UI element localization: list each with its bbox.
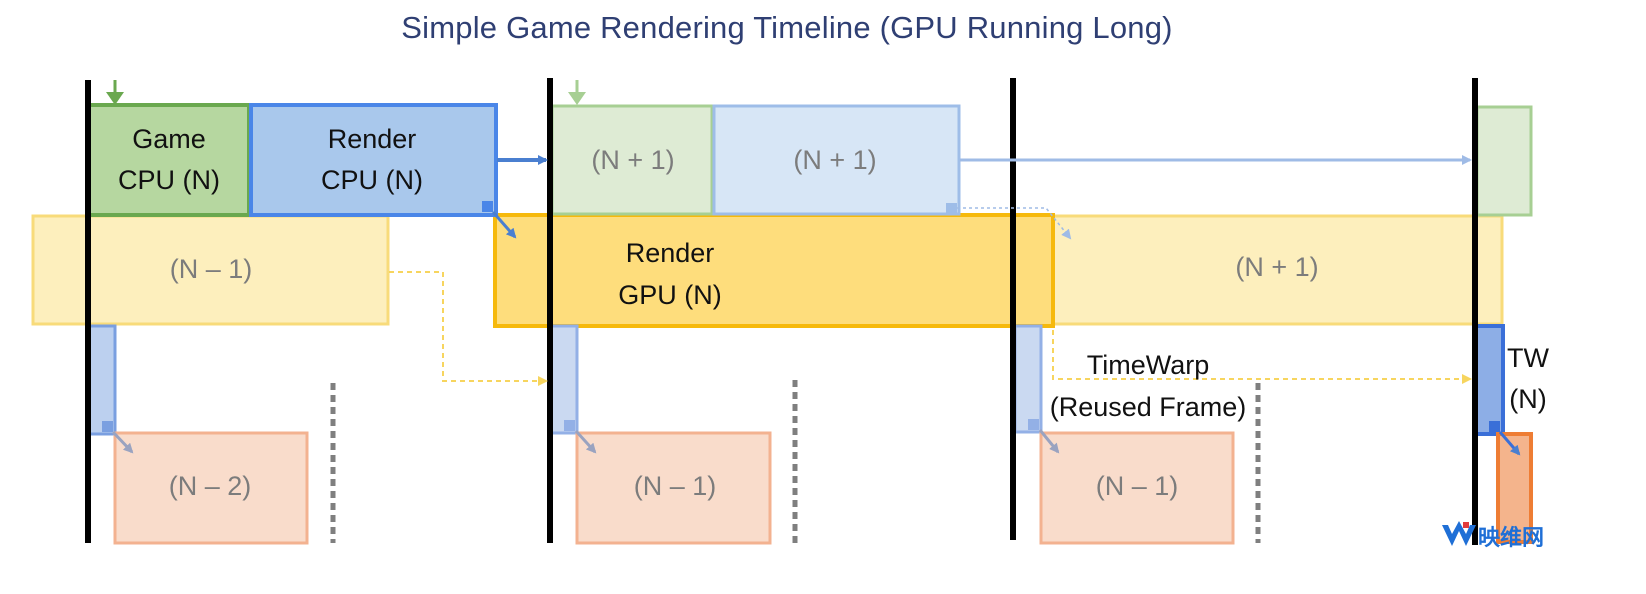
game-cpu-label-line2: CPU (N)	[118, 165, 220, 195]
gpu-block-current	[493, 213, 1055, 328]
display-label: (N – 2)	[169, 471, 252, 501]
timewarp-bar-current	[1474, 324, 1505, 436]
display-block	[113, 431, 309, 545]
game-cpu-block-partial	[1475, 105, 1533, 217]
vr-logo-icon	[1442, 521, 1476, 546]
diagram-title: Simple Game Rendering Timeline (GPU Runn…	[401, 10, 1172, 45]
scanout-arrow	[1038, 429, 1060, 454]
render-cpu-block-next	[712, 104, 961, 216]
game-cpu-block-next	[550, 104, 714, 216]
frame-start-arrow	[106, 80, 124, 105]
gpu-current-label-line2: GPU (N)	[618, 280, 722, 310]
display-label: (N – 1)	[634, 471, 717, 501]
render-cpu-block	[249, 103, 498, 217]
gpu-current-label-line1: Render	[626, 238, 715, 268]
gpu-next-label: (N + 1)	[1235, 252, 1318, 282]
render-cpu-label-line2: CPU (N)	[321, 165, 423, 195]
display-block	[575, 431, 772, 545]
scanout-arrow	[574, 429, 597, 454]
gpu-to-timewarp-arrow	[389, 271, 548, 386]
submit-arrow-next	[957, 207, 1072, 240]
gpu-block-prev	[31, 214, 390, 326]
timewarp-corner	[1489, 421, 1500, 432]
gpu-prev-label: (N – 1)	[170, 254, 253, 284]
gpu-block-next	[1050, 214, 1504, 326]
render-cpu-corner-next	[946, 203, 957, 213]
render-cpu-next-label: (N + 1)	[793, 145, 876, 175]
timewarp-label-line1: TimeWarp	[1087, 350, 1210, 380]
scanout-arrow-current	[1498, 431, 1521, 456]
watermark: 映维网	[1442, 521, 1544, 550]
timewarp-bar	[1013, 324, 1043, 434]
tw-label-line2: (N)	[1509, 384, 1546, 414]
timewarp-bar	[549, 324, 579, 435]
render-cpu-label-line1: Render	[328, 124, 417, 154]
gpu-to-timewarp-arrow	[1052, 330, 1472, 384]
watermark-text: 映维网	[1478, 525, 1544, 550]
timewarp-label-line2: (Reused Frame)	[1050, 392, 1247, 422]
render-cpu-corner	[482, 201, 493, 212]
display-label: (N – 1)	[1096, 471, 1179, 501]
display-block	[1039, 431, 1235, 545]
game-cpu-label-line1: Game	[132, 124, 206, 154]
game-cpu-next-label: (N + 1)	[591, 145, 674, 175]
frame-start-arrow-next	[568, 80, 586, 105]
timewarp-corner	[564, 420, 575, 431]
timewarp-bar	[87, 324, 117, 436]
game-cpu-block	[87, 103, 251, 217]
timewarp-corner	[1028, 419, 1039, 430]
submit-arrow	[491, 211, 517, 239]
timewarp-corner	[102, 421, 113, 432]
scanout-arrow	[111, 430, 134, 454]
tw-label-line1: TW	[1507, 343, 1549, 373]
